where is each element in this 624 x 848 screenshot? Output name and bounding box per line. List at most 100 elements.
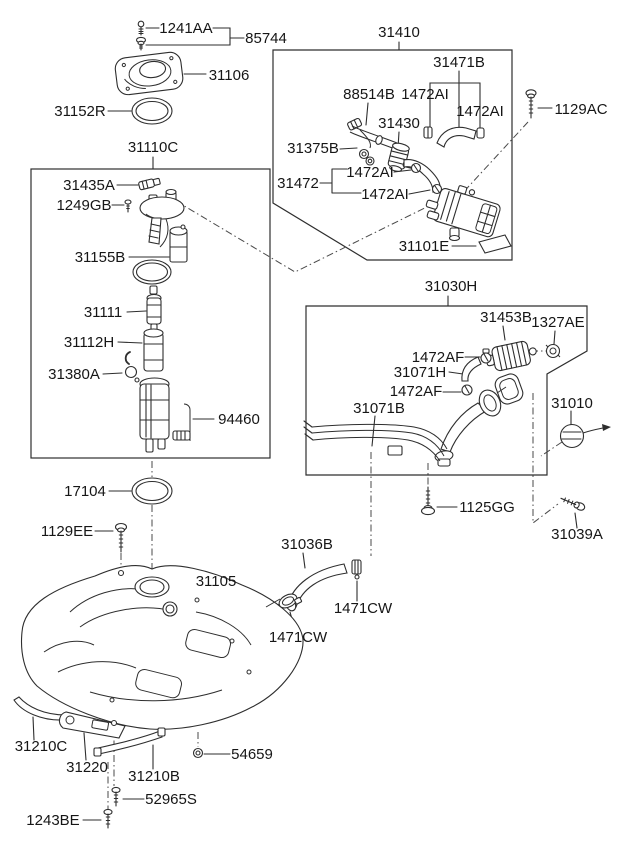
- bracket-31220: [58, 711, 126, 739]
- clamp-1471cw-right: [351, 559, 362, 580]
- oring-mid: [132, 259, 172, 285]
- label-1471cw-left: 1471CW: [269, 629, 328, 646]
- label-1129ee: 1129EE: [41, 523, 93, 540]
- label-31152r: 31152R: [54, 103, 106, 120]
- clip-31380a: [124, 351, 140, 383]
- filler-neck: [434, 386, 507, 467]
- label-94460: 94460: [218, 411, 260, 428]
- label-31410: 31410: [378, 24, 420, 41]
- clamp-1472af-lower: [461, 384, 473, 396]
- label-1125gg: 1125GG: [459, 499, 515, 516]
- label-1471cw-right: 1471CW: [334, 600, 393, 617]
- pipes-31071b: [303, 420, 448, 462]
- oring-31152r: [131, 97, 173, 125]
- label-88514b: 88514B: [343, 86, 395, 103]
- fuel-pump-31111: [146, 293, 162, 325]
- screw-1243be: [103, 808, 113, 829]
- label-31155b: 31155B: [75, 249, 126, 266]
- label-1472ai-d: 1472AI: [361, 186, 409, 203]
- pump-connector: [149, 285, 158, 295]
- label-31111: 31111: [84, 304, 122, 321]
- nut-54659: [192, 747, 204, 759]
- clamp-1471cw-left: [278, 593, 303, 609]
- label-31453b: 31453B: [480, 309, 532, 326]
- label-31375b: 31375B: [287, 140, 339, 157]
- canister-31155b: [169, 224, 188, 263]
- filler-gasket: [494, 373, 524, 405]
- label-31105: 31105: [196, 573, 237, 590]
- screw-52965s: [111, 786, 121, 807]
- label-17104: 17104: [64, 483, 106, 500]
- clamp-1472ai-a: [423, 126, 433, 139]
- label-1243be: 1243BE: [26, 812, 79, 829]
- label-54659: 54659: [231, 746, 273, 763]
- label-31071b: 31071B: [353, 400, 405, 417]
- labels: 1241AA 85744 31106 31152R 31110C 31435A …: [15, 20, 608, 829]
- label-31380a: 31380A: [48, 366, 100, 383]
- label-31110c: 31110C: [128, 139, 178, 156]
- leader-lines: [32, 27, 578, 821]
- screw-1241aa-icon: [137, 20, 145, 36]
- screw-1249gb: [124, 199, 132, 213]
- label-31112h: 31112H: [64, 334, 114, 351]
- label-1472ai-c: 1472AI: [346, 164, 394, 181]
- label-1472af-upper: 1472AF: [412, 349, 465, 366]
- sender-wire-94460: [172, 403, 191, 441]
- label-31471b: 31471B: [433, 54, 485, 71]
- label-31030h: 31030H: [425, 278, 478, 295]
- hose-31471b: [436, 126, 477, 148]
- pump-body-31112h: [143, 323, 164, 372]
- pump-flange: [139, 188, 185, 248]
- label-31210c: 31210C: [15, 738, 68, 755]
- label-1241aa: 1241AA: [159, 20, 212, 37]
- label-31430: 31430: [378, 115, 420, 132]
- fuel-cap-31010: [559, 423, 611, 449]
- reservoir-body: [139, 377, 170, 453]
- label-52965s: 52965S: [145, 791, 197, 808]
- label-1472ai-a: 1472AI: [401, 86, 449, 103]
- label-31101e: 31101E: [399, 238, 450, 255]
- oring-17104: [131, 477, 173, 505]
- clamp-1472ai-d: [431, 183, 443, 195]
- pump-module-box: [30, 168, 271, 459]
- vapor-assembly-box: [272, 49, 513, 261]
- label-31210b: 31210B: [128, 768, 180, 785]
- nut-1327ae: [545, 343, 561, 359]
- valve-31453b: [485, 340, 537, 372]
- label-1129ac: 1129AC: [554, 101, 607, 118]
- fitting-31435a: [138, 177, 161, 191]
- label-31106: 31106: [209, 67, 250, 84]
- label-1472af-lower: 1472AF: [390, 383, 443, 400]
- canister-pad: [478, 234, 512, 254]
- assembly-boxes: [30, 49, 588, 476]
- harness-31375b: [349, 125, 398, 150]
- label-31220: 31220: [66, 759, 108, 776]
- parts: [13, 20, 611, 829]
- sensor-88514b: [347, 117, 375, 166]
- label-31010: 31010: [551, 395, 593, 412]
- cover-plate-31106: [114, 51, 184, 96]
- bolt-1129ee: [114, 522, 128, 553]
- canister-31101e: [425, 185, 501, 242]
- label-31071h: 31071H: [394, 364, 447, 381]
- label-31036b: 31036B: [281, 536, 333, 553]
- fuel-tank-31105: [20, 564, 304, 730]
- hose-31071h: [461, 356, 482, 382]
- label-1472ai-b: 1472AI: [456, 103, 504, 120]
- clamp-1472ai-c: [410, 162, 422, 174]
- filler-neck-box: [305, 305, 588, 476]
- screw-85744-icon: [135, 36, 147, 51]
- label-31039a: 31039A: [551, 526, 603, 543]
- label-1327ae: 1327AE: [531, 314, 584, 331]
- label-31435a: 31435A: [63, 177, 115, 194]
- clamp-1472af-upper: [480, 348, 492, 364]
- bolt-1125gg: [420, 486, 436, 516]
- strap-31210b: [93, 727, 166, 757]
- clamp-1472ai-b: [476, 127, 485, 139]
- label-85744: 85744: [245, 30, 287, 47]
- bolt-1129ac: [525, 89, 537, 119]
- screw-31039a: [560, 497, 586, 511]
- label-31472: 31472: [277, 175, 319, 192]
